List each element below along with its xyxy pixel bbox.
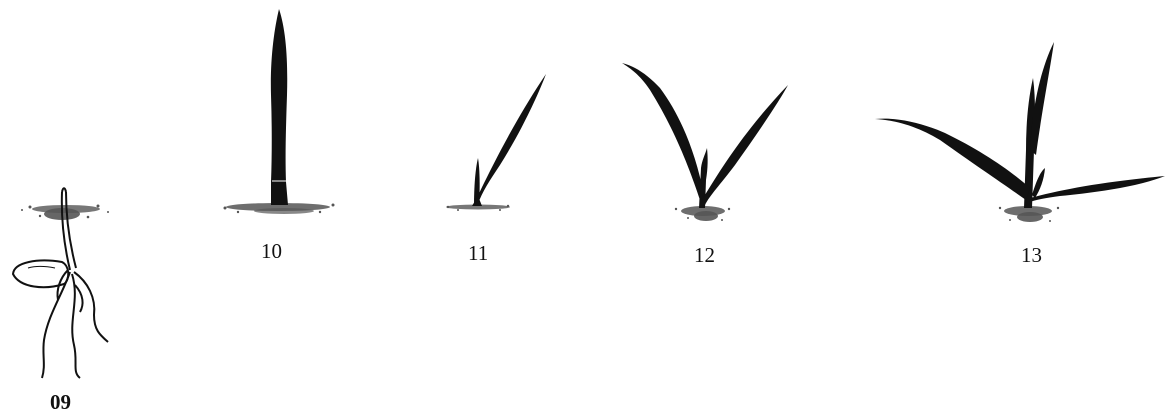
seedling-stage-12 bbox=[622, 63, 788, 221]
soil-surface bbox=[999, 206, 1059, 222]
seedling-shoot bbox=[472, 74, 546, 206]
seedling-stage-11 bbox=[446, 74, 546, 211]
stage-label-09: 09 bbox=[50, 392, 71, 413]
seedling-shoot bbox=[622, 63, 788, 208]
stage-label-13: 13 bbox=[1021, 245, 1042, 266]
seedling-stage-09 bbox=[13, 188, 109, 378]
seedling-stage-13 bbox=[875, 42, 1165, 222]
stage-label-12: 12 bbox=[694, 245, 715, 266]
coleoptile-shoot bbox=[271, 9, 288, 205]
stage-label-11: 11 bbox=[468, 243, 488, 264]
seedling-shoot bbox=[875, 42, 1165, 208]
soil-surface bbox=[21, 205, 109, 221]
coleoptile-shoot bbox=[62, 188, 76, 270]
stage-label-10: 10 bbox=[261, 241, 282, 262]
seedling-stage-10 bbox=[224, 9, 335, 214]
soil-surface bbox=[675, 206, 730, 221]
